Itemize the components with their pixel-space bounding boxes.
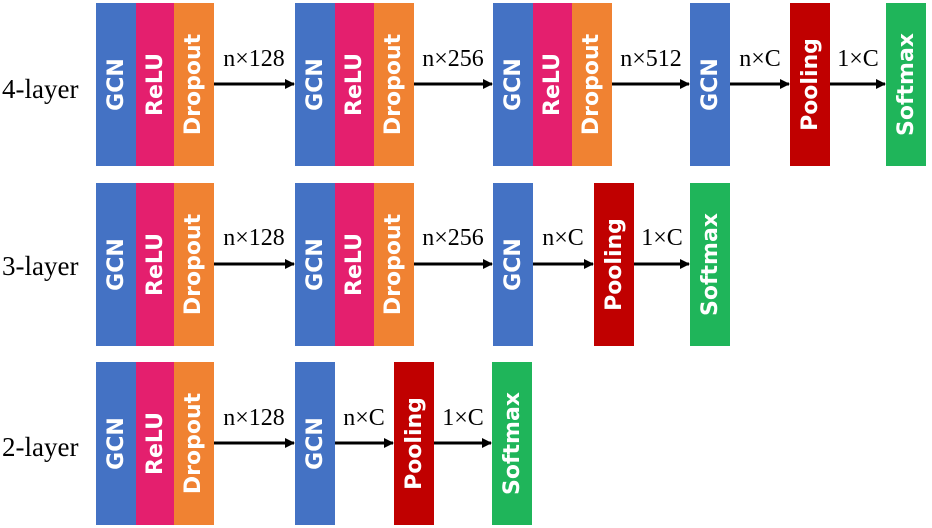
edge-label: n×128 [223,405,285,431]
edge-label: n×128 [223,46,285,72]
edge-label: n×256 [422,46,484,72]
block-gcn: GCN [295,183,335,346]
block-dropout: Dropout [174,362,214,525]
edge-label: 1×C [442,405,484,431]
block-relu: ReLU [136,362,174,525]
edge-label: n×C [739,46,781,72]
block-dropout: Dropout [174,183,214,346]
block-relu: ReLU [136,3,174,166]
block-relu: ReLU [335,183,374,346]
block-dropout: Dropout [174,3,214,166]
block-gcn: GCN [690,3,730,166]
edge-label: n×C [343,405,385,431]
edge-label: 1×C [837,46,879,72]
block-pooling: Pooling [394,362,434,525]
edge-label: n×512 [620,46,682,72]
block-gcn: GCN [96,3,136,166]
block-relu: ReLU [335,3,374,166]
block-gcn: GCN [295,362,335,525]
block-dropout: Dropout [374,183,414,346]
block-softmax: Softmax [690,183,730,346]
block-gcn: GCN [96,362,136,525]
block-relu: ReLU [136,183,174,346]
block-gcn: GCN [493,3,533,166]
row-label-4-layer: 4-layer [2,74,79,104]
block-dropout: Dropout [374,3,414,166]
edge-label: 1×C [641,225,683,251]
block-gcn: GCN [493,183,533,346]
block-pooling: Pooling [790,3,830,166]
block-gcn: GCN [96,183,136,346]
row-label-2-layer: 2-layer [2,432,79,462]
block-softmax: Softmax [492,362,532,525]
edge-label: n×C [542,225,584,251]
block-pooling: Pooling [594,183,634,346]
block-softmax: Softmax [886,3,926,166]
block-dropout: Dropout [572,3,612,166]
edge-label: n×128 [223,225,285,251]
block-gcn: GCN [295,3,335,166]
block-relu: ReLU [533,3,572,166]
edge-label: n×256 [422,225,484,251]
row-label-3-layer: 3-layer [2,251,79,281]
